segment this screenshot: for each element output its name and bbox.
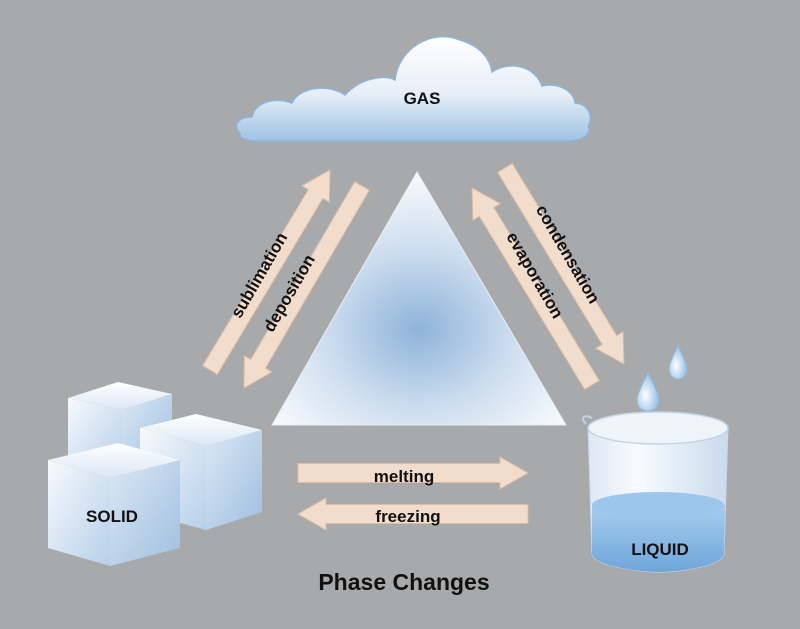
liquid-label: LIQUID [631, 540, 689, 559]
freezing-label: freezing [375, 507, 440, 526]
melting-label: melting [374, 467, 434, 486]
ice-cubes [48, 382, 262, 566]
melting-arrow [297, 456, 530, 490]
evaporation-arrow [471, 187, 600, 391]
deposition-arrow [243, 181, 370, 389]
central-triangle [271, 171, 567, 426]
water-drop-icon [668, 343, 688, 380]
process-arrows [202, 162, 625, 531]
gas-label: GAS [404, 89, 441, 108]
freezing-arrow [296, 497, 529, 531]
sublimation-arrow [202, 169, 331, 376]
solid-label: SOLID [86, 507, 138, 526]
condensation-arrow [497, 162, 625, 365]
water-drop-icon [636, 370, 660, 412]
beaker [582, 411, 729, 573]
gas-cloud [235, 35, 592, 142]
diagram-title: Phase Changes [318, 569, 489, 595]
